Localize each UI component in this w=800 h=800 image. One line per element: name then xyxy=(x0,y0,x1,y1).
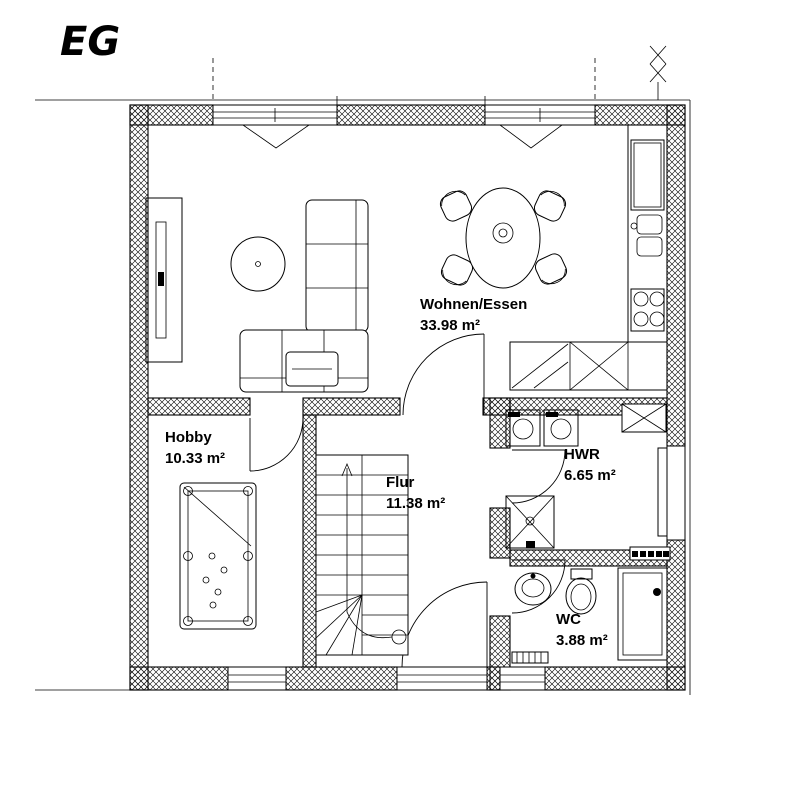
sofa xyxy=(239,199,369,393)
room-name: HWR xyxy=(564,446,600,463)
tv-sideboard xyxy=(145,197,183,363)
hwr-fixtures xyxy=(505,409,671,561)
room-area: 6.65 m² xyxy=(564,467,616,484)
stair-walk-line xyxy=(341,462,407,645)
table-decor xyxy=(492,222,514,244)
round-table xyxy=(230,236,286,292)
tv-icon xyxy=(158,272,164,286)
window-bottom-hobby xyxy=(227,666,287,691)
wc-fixtures xyxy=(511,567,668,664)
wall-top-2 xyxy=(336,104,486,126)
entrance-door-leaf xyxy=(657,447,668,537)
room-label-wc: WC 3.88 m² xyxy=(556,611,608,649)
utility-sink xyxy=(505,495,555,549)
wall-flur-hwr-1 xyxy=(489,397,511,449)
door-living xyxy=(402,333,485,416)
dryer xyxy=(543,409,579,447)
vent-grille xyxy=(629,546,671,561)
toilet xyxy=(565,568,597,615)
dining-chair xyxy=(534,253,568,285)
site-lines xyxy=(35,45,691,695)
stairs xyxy=(315,454,409,656)
dining-chair xyxy=(440,254,474,286)
kitchen xyxy=(509,124,668,391)
room-area: 33.98 m² xyxy=(420,317,480,334)
wall-bottom-2 xyxy=(285,666,398,691)
room-area: 3.88 m² xyxy=(556,632,608,649)
door-wc xyxy=(511,559,566,614)
door-entrance xyxy=(657,445,686,541)
kitchen-sink xyxy=(630,214,663,257)
room-name: Flur xyxy=(386,474,414,491)
room-area: 11.38 m² xyxy=(386,495,445,512)
fridge xyxy=(630,139,665,211)
room-name: Wohnen/Essen xyxy=(420,296,527,313)
wall-living-flur xyxy=(302,397,401,416)
door-hwr xyxy=(511,449,566,504)
dining-set xyxy=(439,187,568,289)
wall-hobby-stairs xyxy=(302,414,317,668)
room-labels: Wohnen/Essen 33.98 m² Hobby 10.33 m² Flu… xyxy=(165,296,616,649)
windows xyxy=(212,104,596,691)
shower xyxy=(617,567,668,661)
room-name: WC xyxy=(556,611,581,628)
washbasin xyxy=(514,572,552,606)
cue-stick xyxy=(183,486,252,547)
radiator xyxy=(511,651,549,664)
wall-flur-hwr-2 xyxy=(489,507,511,559)
wall-living-hobby-1 xyxy=(147,397,251,416)
room-label-hwr: HWR 6.65 m² xyxy=(564,446,616,484)
window-top-dining xyxy=(484,104,596,149)
door-rear-exit xyxy=(396,581,488,691)
washing-machine xyxy=(505,409,541,447)
downpipe-icon xyxy=(649,45,667,100)
billiard-table xyxy=(179,482,257,630)
doors xyxy=(249,333,686,691)
kitchen-corner-unit xyxy=(509,341,668,391)
wall-left xyxy=(129,104,149,691)
window-reveal xyxy=(242,124,310,149)
window-top-living-left xyxy=(212,104,338,149)
room-label-hobby: Hobby 10.33 m² xyxy=(165,429,225,467)
room-label-wohnen-essen: Wohnen/Essen 33.98 m² xyxy=(420,296,527,334)
window-reveal xyxy=(499,124,563,149)
room-label-flur: Flur 11.38 m² xyxy=(386,474,445,512)
stove xyxy=(630,288,665,332)
door-hobby xyxy=(249,417,304,472)
dining-table xyxy=(465,187,541,289)
window-bottom-wc xyxy=(499,666,546,691)
dining-chair xyxy=(439,190,473,222)
wall-bottom-4 xyxy=(544,666,686,691)
room-area: 10.33 m² xyxy=(165,450,225,467)
chimney-shaft xyxy=(621,403,667,433)
wall-bottom-1 xyxy=(129,666,229,691)
outer-walls xyxy=(129,104,686,691)
room-name: Hobby xyxy=(165,429,212,446)
floor-title: EG xyxy=(60,19,120,65)
interior-walls xyxy=(147,397,668,691)
wall-right-upper xyxy=(666,104,686,447)
dining-chair xyxy=(533,190,567,222)
